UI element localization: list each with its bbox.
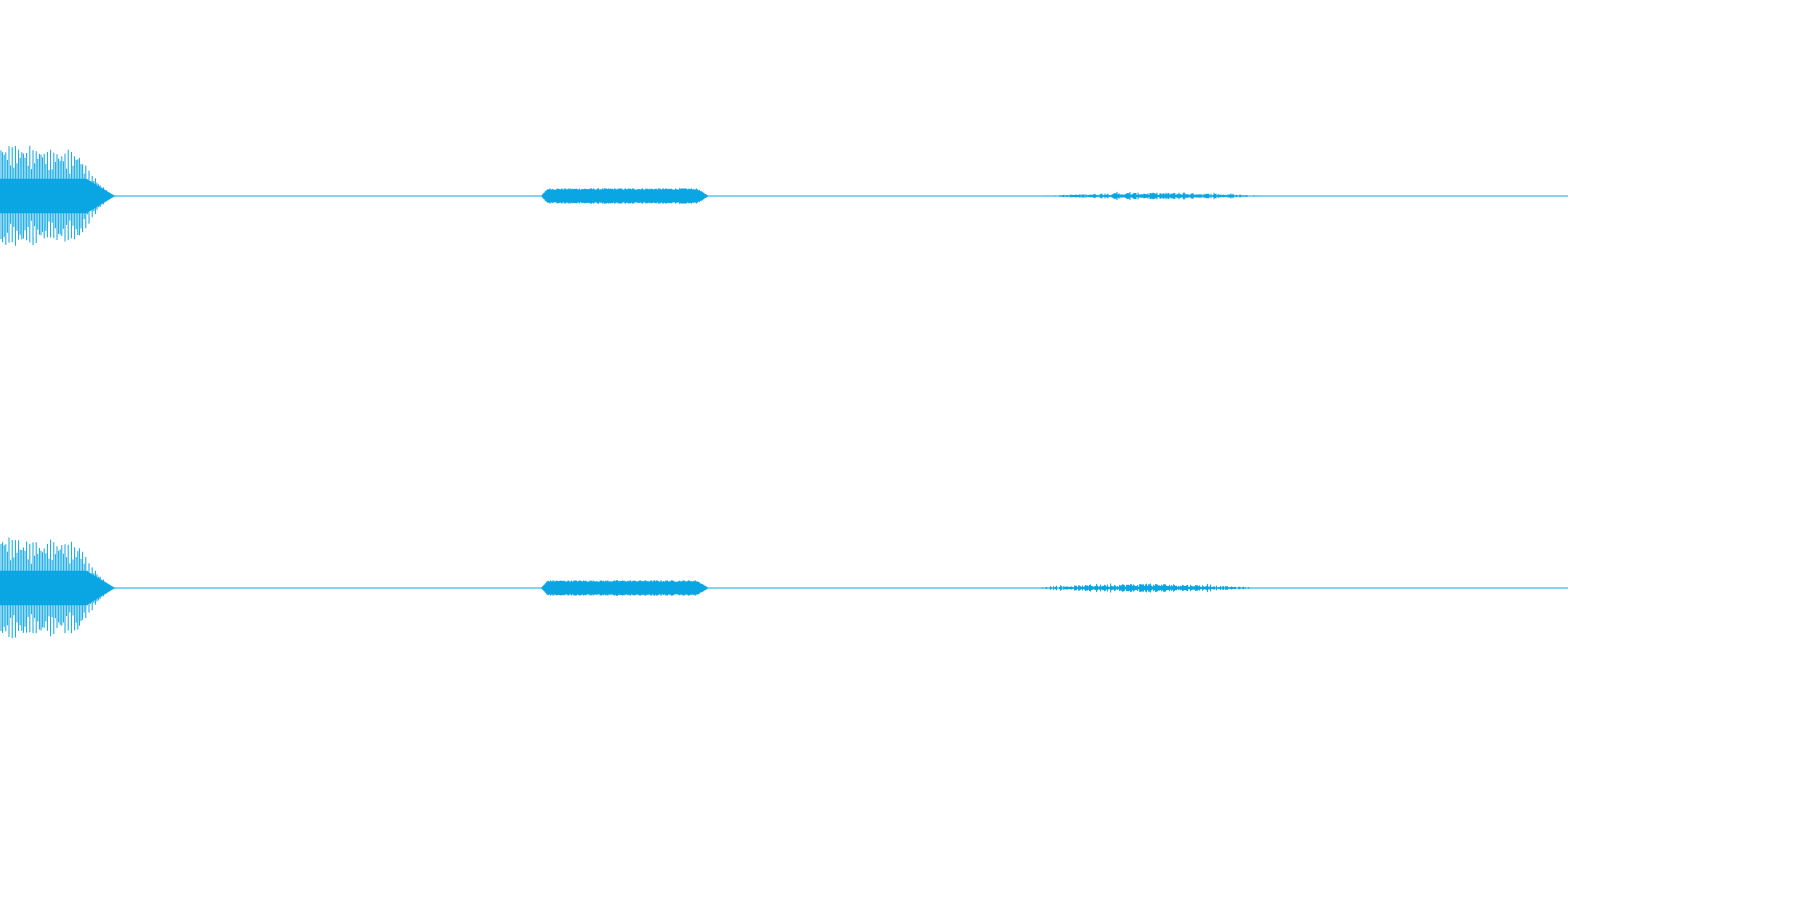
channel-1-burst-1 (0, 145, 116, 246)
channel-1-burst-3 (1040, 191, 1267, 201)
channel-1-burst-2 (541, 188, 709, 204)
channel-2-track (0, 537, 1568, 639)
channel-2-burst-1 (0, 537, 116, 639)
channel-1-track (0, 145, 1568, 246)
channel-2-burst-3 (1030, 583, 1259, 593)
channel-2-burst-2 (541, 580, 709, 596)
